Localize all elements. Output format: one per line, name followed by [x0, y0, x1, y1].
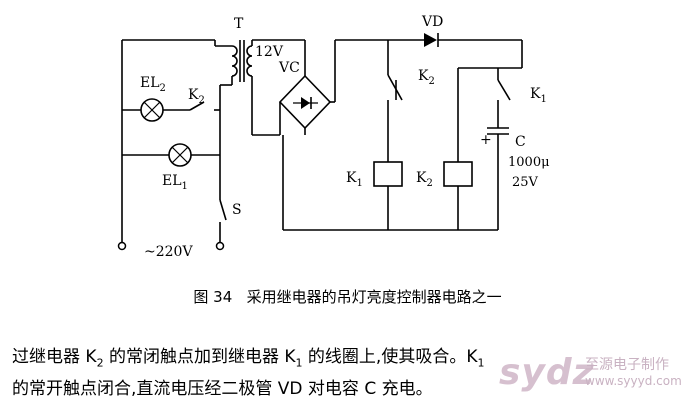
label-k2-coil: K2: [416, 170, 433, 189]
circuit-diagram: T 12V VC VD EL2 K2 EL1 S ~220V K2 K1 K1 …: [117, 14, 550, 260]
label-12v: 12V: [255, 44, 284, 60]
figure-caption: 图 34 采用继电器的吊灯亮度控制器电路之一: [193, 288, 502, 306]
label-vc: VC: [278, 60, 300, 76]
label-k2-contact: K2: [418, 68, 435, 87]
transformer-t: [215, 39, 305, 135]
mains-terminal-left: [117, 241, 127, 251]
label-el1: EL1: [162, 173, 188, 192]
label-cap-value: 1000μ: [508, 155, 550, 170]
label-mains: ~220V: [144, 244, 193, 260]
relay-coil-k2: [443, 161, 473, 187]
diode-vd: [424, 33, 522, 47]
mains-circuit: [117, 39, 227, 251]
paragraph-line-2: 的常开触点闭合,直流电压经二极管 VD 对电容 C 充电。: [12, 379, 433, 399]
mains-terminal-right: [215, 241, 225, 251]
lamp-el1: [168, 143, 192, 167]
label-s: S: [232, 202, 242, 218]
label-k1-contact: K1: [530, 86, 547, 105]
label-t: T: [234, 16, 244, 32]
watermark: sydz 至源电子制作 www.syyyd.com: [499, 346, 689, 400]
label-k1-coil: K1: [346, 170, 363, 189]
lamp-el2: [140, 98, 164, 122]
watermark-url: www.syyyd.com: [585, 374, 682, 388]
label-cap-voltage: 25V: [512, 175, 539, 190]
watermark-logo: sydz: [499, 352, 595, 393]
label-k2-switch: K2: [188, 87, 205, 106]
label-vd: VD: [421, 14, 443, 30]
label-plus: +: [480, 132, 492, 148]
watermark-text: 至源电子制作: [585, 357, 669, 373]
paragraph-line-1: 过继电器 K2 的常闭触点加到继电器 K1 的线圈上,使其吸合。K1: [12, 347, 485, 370]
k1-contact-branch: [443, 40, 523, 230]
k2-contact-branch: [373, 40, 403, 230]
label-el2: EL2: [140, 75, 166, 94]
relay-coil-k1: [373, 161, 403, 187]
label-c: C: [515, 134, 526, 150]
bridge-rectifier-vc: [252, 39, 424, 230]
